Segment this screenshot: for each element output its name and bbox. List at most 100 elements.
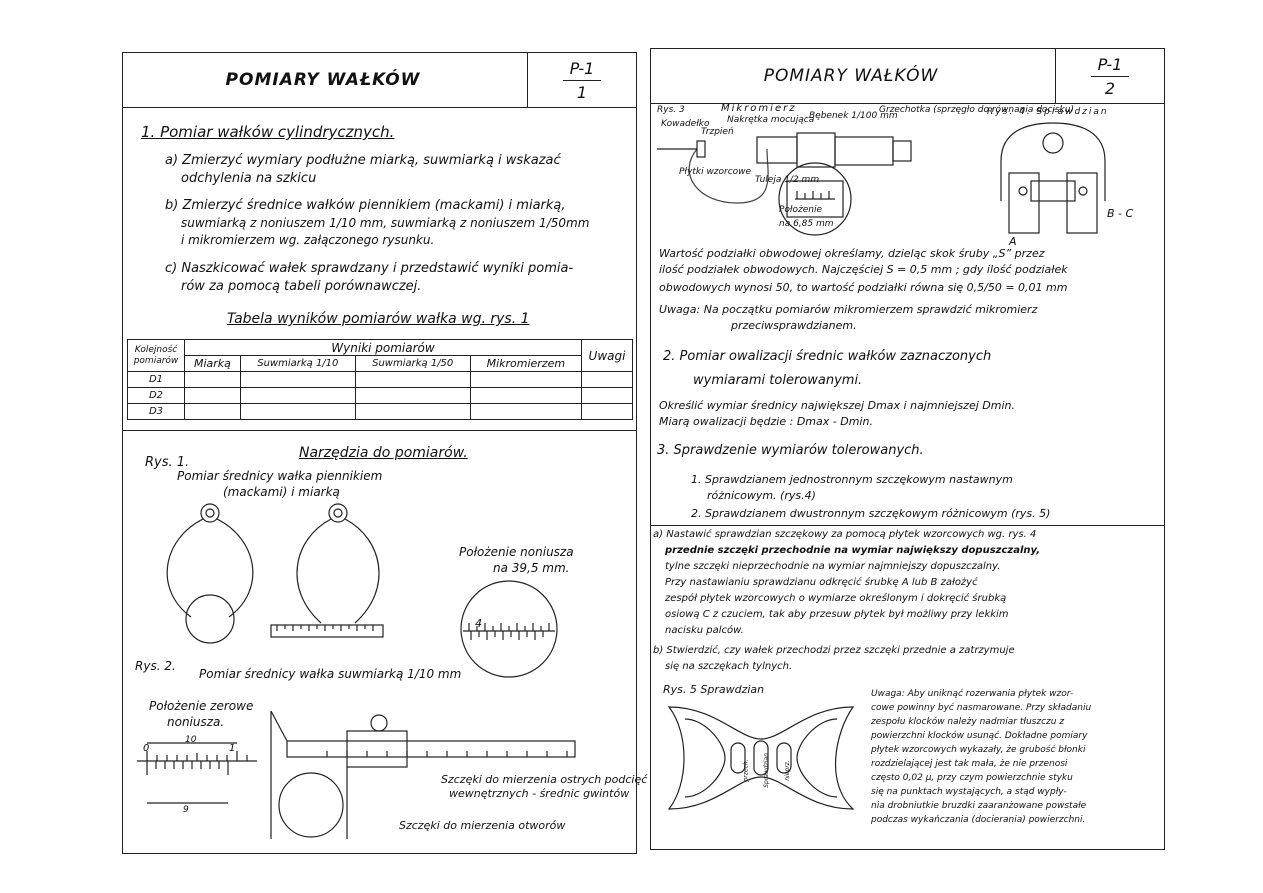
rys3-label: Rys. 3 xyxy=(657,105,685,115)
nonius-magnifier xyxy=(460,580,558,678)
dim-10: 10 xyxy=(185,735,197,745)
section-2-line-3: Określić wymiar średnicy największej Dma… xyxy=(659,399,1015,412)
micrometer-pos-1: Położenie xyxy=(779,205,823,215)
rys1-caption-1: Pomiar średnicy wałka piennikiem xyxy=(177,469,383,483)
col-mikro-header: Mikromierzem xyxy=(469,355,583,372)
micrometer-drawing xyxy=(657,132,912,236)
uwaga2-line-8: się na punktach wystających, a stąd wypł… xyxy=(871,787,1067,797)
para-a-line-7: nacisku palców. xyxy=(665,625,744,636)
uwaga2-line-5: płytek wzorcowych wykazały, że grubość b… xyxy=(871,745,1086,755)
zero-nonius-scale xyxy=(137,742,257,804)
lbl-nakretka: Nakrętka mocująca xyxy=(727,115,815,125)
gauge-label-nogo: nieprz. xyxy=(783,760,791,781)
uwaga2-line-7: często 0,02 μ, przy czym powierzchnie st… xyxy=(871,773,1073,783)
item-b-line-1: b) Zmierzyć średnice wałków piennikiem (… xyxy=(165,198,566,213)
lbl-kowadelko: Kowadełko xyxy=(661,119,710,129)
uwaga2-line-1: Uwaga: Aby uniknąć rozerwania płytek wzo… xyxy=(871,689,1074,699)
lbl-grzechotka: Grzechotka (sprzęgło do równania docisku… xyxy=(879,105,1074,115)
para-b-line-1: b) Stwierdzić, czy wałek przechodzi prze… xyxy=(653,645,1015,656)
rys4-label: Rys. 4. Sprawdzian xyxy=(987,107,1109,117)
sheet-1-code-top: P-1 xyxy=(569,59,595,78)
sheet-1: POMIARY WAŁKÓW P-1 1 1. Pomiar wałków cy… xyxy=(122,52,647,854)
lbl-A: A xyxy=(1009,235,1017,248)
uwaga2-line-10: podczas wykańczania (docierania) powierz… xyxy=(871,815,1086,825)
para1-line-3: obwodowych wynosi 50, to wartość podział… xyxy=(659,281,1068,294)
vernier-caliper-drawing xyxy=(270,710,576,839)
para-a-line-4: Przy nastawianiu sprawdzianu odkręcić śr… xyxy=(665,577,978,588)
uwaga2-line-9: nia drobniutkie bruzdki zaaranżowane pow… xyxy=(871,801,1087,811)
uwaga1-line-2: przeciwsprawdzianem. xyxy=(731,319,857,332)
sheet-2-header: POMIARY WAŁKÓW P-1 2 xyxy=(651,49,1164,104)
table-row: D3 xyxy=(127,403,633,420)
section-1-heading: 1. Pomiar wałków cylindrycznych. xyxy=(141,123,395,141)
lbl-tuleja: Tuleja 1/2 mm xyxy=(755,175,820,185)
divider xyxy=(651,525,1164,526)
lbl-trzpien: Trzpień xyxy=(701,127,734,137)
sheet-1-header: POMIARY WAŁKÓW P-1 1 xyxy=(123,53,636,108)
para-a-line-1: a) Nastawić sprawdzian szczękowy za pomo… xyxy=(653,529,1037,540)
para1-line-2: ilość podziałek obwodowych. Najczęściej … xyxy=(659,263,1068,276)
para-a-line-6: osiową C z czuciem, tak aby przesuw płyt… xyxy=(665,609,1009,620)
col-suw50-header: Suwmiarką 1/50 xyxy=(354,355,471,372)
section-2-line-4: Miarą owalizacji będzie : Dmax - Dmin. xyxy=(659,415,873,428)
divider xyxy=(123,430,636,431)
sheet-1-title: POMIARY WAŁKÓW xyxy=(225,70,421,90)
uwaga1-line-1: Uwaga: Na początku pomiarów mikromierzem… xyxy=(659,303,1038,316)
calipers-drawing xyxy=(166,503,384,644)
gauge-label-go: przech. xyxy=(742,759,750,782)
rys2-label: Rys. 2. xyxy=(135,659,176,673)
sheet-2: POMIARY WAŁKÓW P-1 2 Rys. 3 Mikromierz K… xyxy=(650,48,1165,850)
row-label: D3 xyxy=(127,403,185,420)
tick-0: 0 xyxy=(143,743,150,754)
sheet-2-code-bottom: 2 xyxy=(1091,76,1129,98)
col-group-header: Wyniki pomiarów xyxy=(184,339,582,356)
rys2-caption: Pomiar średnicy wałka suwmiarką 1/10 mm xyxy=(199,667,462,681)
gauge-label-name: Sprawdzian xyxy=(762,753,770,788)
tools-title: Narzędzia do pomiarów. xyxy=(299,445,468,461)
jaws-inner: Szczęki do mierzenia otworów xyxy=(399,819,566,832)
item-b-line-2: suwmiarką z noniuszem 1/10 mm, suwmiarką… xyxy=(181,216,590,230)
adjustable-gauge-drawing xyxy=(1000,122,1106,234)
zero-position-1: Położenie zerowe xyxy=(149,699,254,713)
micrometer-title: Mikromierz xyxy=(721,103,797,114)
item-a-line-2: odchylenia na szkicu xyxy=(181,171,317,186)
item-c-line-1: c) Naszkicować wałek sprawdzany i przeds… xyxy=(165,261,574,276)
lbl-plytki: Płytki wzorcowe xyxy=(679,167,752,177)
row-label: D2 xyxy=(127,387,185,404)
para1-line-1: Wartość podziałki obwodowej określamy, d… xyxy=(659,247,1045,260)
lbl-B-C: B - C xyxy=(1107,207,1134,220)
lbl-bebenek: Bębenek 1/100 mm xyxy=(809,111,898,121)
col-index-header: Kolejność pomiarów xyxy=(127,339,185,372)
nonius-position-2: na 39,5 mm. xyxy=(493,561,570,575)
section-3-1-line-2: różnicowym. (rys.4) xyxy=(707,489,816,502)
double-gauge-drawing xyxy=(667,706,855,810)
sheet-2-code: P-1 2 xyxy=(1055,49,1164,103)
jaws-outer-2: wewnętrznych - średnic gwintów xyxy=(449,787,630,800)
section-2-line-1: 2. Pomiar owalizacji średnic wałków zazn… xyxy=(663,349,992,364)
section-3-heading: 3. Sprawdzenie wymiarów tolerowanych. xyxy=(657,443,924,458)
uwaga2-line-3: zespołu klocków należy nadmiar tłuszczu … xyxy=(871,717,1065,727)
tick-1: 1 xyxy=(229,743,236,754)
sheet-1-code: P-1 1 xyxy=(527,53,636,107)
para-a-line-3: tylne szczęki nieprzechodnie na wymiar n… xyxy=(665,561,1001,572)
col-miarka-header: Miarką xyxy=(184,355,241,372)
uwaga2-line-2: cowe powinny być nasmarowane. Przy skład… xyxy=(871,703,1092,713)
item-c-line-2: rów za pomocą tabeli porównawczej. xyxy=(181,279,422,294)
item-a-line-1: a) Zmierzyć wymiary podłużne miarką, suw… xyxy=(165,153,561,168)
uwaga2-line-4: powierzchni klocków usunąć. Dokładne pom… xyxy=(871,731,1088,741)
table-row: D2 xyxy=(127,387,633,404)
item-b-line-3: i mikromierzem wg. załączonego rysunku. xyxy=(181,233,435,247)
rys1-caption-2: (mackami) i miarką xyxy=(223,485,340,499)
col-suw10-header: Suwmiarką 1/10 xyxy=(239,355,356,372)
table-row: D1 xyxy=(127,371,633,388)
zero-position-2: noniusza. xyxy=(167,715,225,729)
section-3-1-line-1: 1. Sprawdzianem jednostronnym szczękowym… xyxy=(691,473,1013,486)
nonius-scale-value: 4 xyxy=(475,617,482,630)
section-2-line-2: wymiarami tolerowanymi. xyxy=(693,373,863,388)
para-b-line-2: się na szczękach tylnych. xyxy=(665,661,793,672)
nonius-position-1: Położenie noniusza xyxy=(459,545,574,559)
para-a-line-2: przednie szczęki przechodnie na wymiar n… xyxy=(665,545,1041,556)
table-title: Tabela wyników pomiarów wałka wg. rys. 1 xyxy=(227,311,530,327)
sheet-2-title: POMIARY WAŁKÓW xyxy=(763,66,939,86)
sheet-2-code-top: P-1 xyxy=(1097,55,1123,74)
